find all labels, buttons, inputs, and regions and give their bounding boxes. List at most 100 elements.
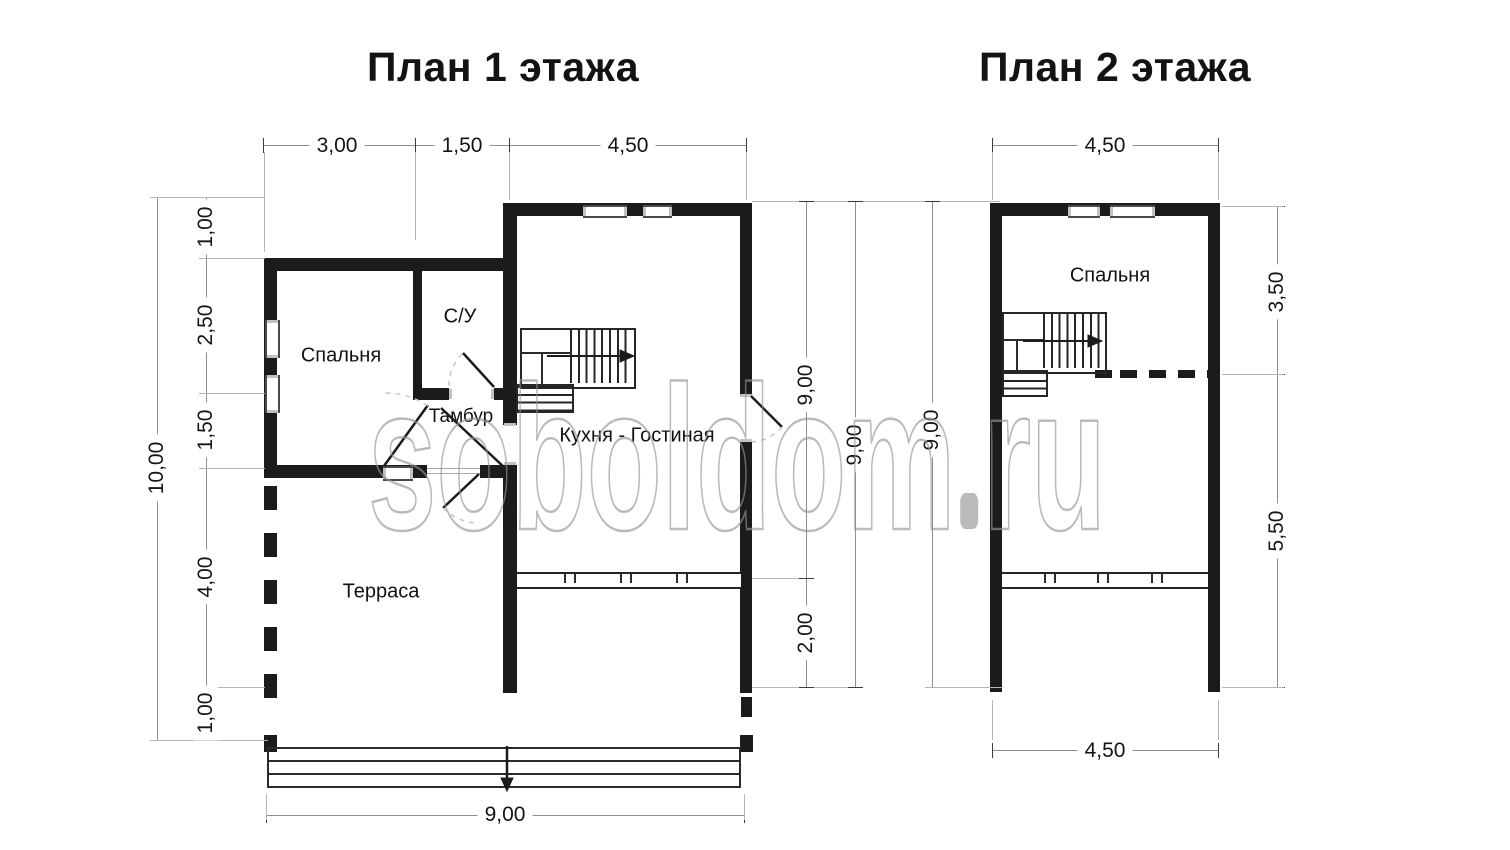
extension-line [150, 197, 264, 198]
window-mullion [620, 574, 632, 583]
window-p2-top-1 [1068, 205, 1100, 218]
window-mullion [1151, 574, 1163, 583]
extension-line [752, 578, 812, 579]
dim-label: 10,00 [144, 434, 170, 502]
dim-tick [263, 138, 264, 153]
extension-line [199, 468, 265, 469]
wall-bedroom-left [264, 258, 277, 477]
window-mullion [676, 574, 688, 583]
extension-line [150, 740, 268, 741]
stairs-risers-p1 [570, 330, 630, 383]
wall-terrace-right [503, 465, 517, 693]
stairs-landing-line [1002, 339, 1045, 341]
window-bedroom-2 [265, 375, 280, 413]
wall-bedroom-bath-divider [413, 258, 422, 400]
dim-label: 1,00 [193, 685, 219, 741]
window-mullion [564, 574, 576, 583]
plan2-title: План 2 этажа [978, 44, 1252, 90]
wall-right-upper [740, 203, 752, 394]
wall-p2-stub [1095, 370, 1112, 378]
watermark-dot [960, 493, 979, 529]
extension-line [992, 152, 993, 200]
wall-p2-dashed [1120, 370, 1208, 378]
door-jamb-cap [504, 423, 516, 426]
room-label-bathroom: С/У [443, 305, 477, 328]
extension-line [264, 152, 265, 252]
dim-tick [799, 578, 814, 579]
plan1-title: План 1 этажа [366, 44, 640, 90]
step-side [739, 747, 741, 788]
wall-corner-right [740, 735, 753, 752]
extension-line [1218, 700, 1219, 740]
dim-tick [746, 138, 747, 153]
entrance-arrow-head [500, 777, 514, 793]
dim-label: 2,50 [193, 297, 219, 353]
window-mullion [1044, 574, 1056, 583]
dim-label: 3,50 [1264, 264, 1290, 320]
dim-tick [1218, 743, 1219, 758]
extension-line [744, 794, 745, 820]
extension-line [752, 201, 1000, 202]
dim-tick [925, 201, 940, 202]
stairs-landing-line [1016, 339, 1018, 370]
door-jamb-cap [740, 439, 752, 442]
room-label-terrace: Терраса [342, 580, 420, 603]
wall-kitchen-top [503, 203, 752, 216]
dim-label: 5,50 [1264, 503, 1290, 559]
door-jamb-cap [449, 389, 452, 399]
stairs-outline-p2 [1002, 312, 1107, 374]
dim-label: 9,00 [842, 417, 868, 473]
extension-line [199, 393, 265, 394]
dim-line [1277, 206, 1278, 688]
dim-label: 3,00 [309, 133, 365, 159]
dim-tick [992, 138, 993, 153]
dim-label: 2,00 [793, 605, 819, 661]
window-kitchen-top-1 [583, 205, 627, 218]
window-p2-top-2 [1110, 205, 1155, 218]
dim-tick [992, 743, 993, 758]
step-edge [267, 747, 741, 749]
stairs-landing-line [541, 352, 543, 385]
dim-tick [1218, 138, 1219, 153]
dim-tick [415, 138, 416, 153]
door-jamb-cap [491, 389, 494, 399]
extension-line [1218, 152, 1219, 200]
dim-label: 4,50 [600, 133, 656, 159]
dim-tick [848, 687, 863, 688]
wall-terrace-top-corner [480, 465, 517, 478]
room-label-vestibule: Тамбур [428, 406, 494, 427]
dim-tick [799, 687, 814, 688]
step-side [267, 747, 269, 788]
dim-label: 1,00 [193, 199, 219, 255]
dim-tick [799, 201, 814, 202]
dim-label: 4,50 [1077, 738, 1133, 764]
door-leaf-terrace [442, 473, 480, 509]
wall-bedroom-top [264, 258, 517, 271]
wall-kitchen-left [503, 203, 517, 425]
wall-right-lower [740, 442, 752, 693]
wall-dash-terrace-left [264, 486, 277, 716]
window-mullion [1097, 574, 1109, 583]
window-bedroom-1 [265, 320, 280, 358]
extension-line [509, 152, 510, 200]
step-edge [267, 760, 741, 762]
dim-label: 4,00 [193, 549, 219, 605]
dim-tick [509, 138, 510, 153]
extension-line [199, 258, 265, 259]
door-leaf-bedroom [382, 404, 430, 467]
door-leaf-bathroom [462, 352, 495, 388]
extension-line [925, 687, 1003, 688]
wall-bath-bottom-left [413, 388, 449, 400]
stairs-lower-flight-p1 [516, 384, 574, 413]
room-label-bedroom-p2: Спальня [1069, 264, 1151, 287]
step-edge [267, 786, 741, 788]
extension-line [199, 687, 265, 688]
extension-line [415, 152, 416, 240]
window-bedroom-bottom [383, 466, 413, 481]
watermark-text-left: soboldom [367, 344, 956, 573]
dim-label: 1,50 [193, 402, 219, 458]
extension-line [746, 152, 747, 200]
dim-label: 9,00 [793, 357, 819, 413]
